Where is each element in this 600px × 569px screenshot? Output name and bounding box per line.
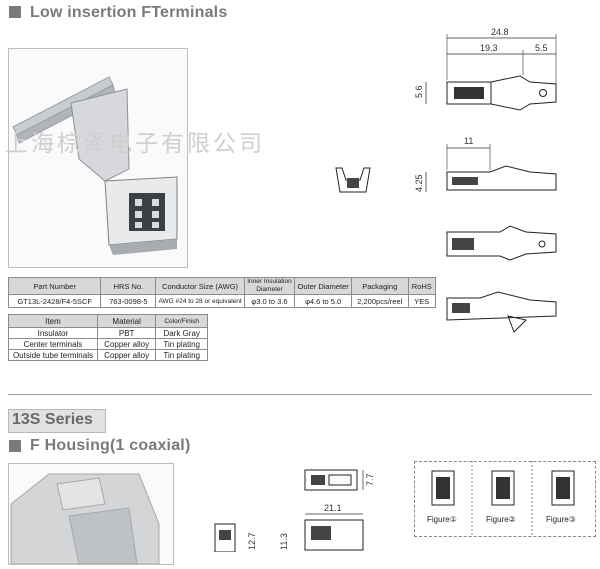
cell-item: Outside tube terminals: [8, 349, 98, 361]
th-part-number: Part Number: [7, 277, 102, 295]
material-table: Item Material Color/Finish Insulator PBT…: [8, 314, 208, 361]
figure-drawings: [431, 461, 575, 535]
cell-outer-diameter: φ4.6 to 5.0: [294, 294, 352, 308]
housing-dim-width: 7.7: [365, 473, 375, 486]
figure-1-label: Figure①: [427, 515, 457, 524]
cell-finish: Tin plating: [155, 338, 208, 350]
cell-material: Copper alloy: [96, 338, 157, 350]
dim-length-c: 11: [464, 136, 473, 146]
th-packaging: Packaging: [350, 277, 409, 295]
dim-overall-length: 24.8: [491, 27, 509, 37]
cell-rohs: YES: [407, 294, 437, 308]
cell-item: Insulator: [8, 327, 98, 339]
th-hrs-no: HRS No.: [100, 277, 157, 295]
cell-part-number: GT13L-2428/F4-5SCF: [7, 294, 102, 308]
housing-dim-length: 21.1: [324, 503, 342, 513]
dim-length-b: 5.5: [535, 43, 548, 53]
th-color-finish: Color/Finish: [155, 314, 208, 328]
watermark-text: 上海棕泽电子有限公司: [5, 131, 265, 157]
th-conductor-size: Conductor Size (AWG): [155, 277, 245, 295]
cell-inner-insulation: φ3.0 to 3.6: [243, 294, 296, 308]
housing-photo: [8, 463, 174, 565]
dim-height: 5.6: [414, 85, 424, 98]
cell-hrs-no: 763-0098-5: [100, 294, 157, 308]
th-outer-diameter: Outer Diameter: [294, 277, 352, 295]
housing-dim-height-b: 11.3: [279, 533, 289, 550]
figure-3-label: Figure③: [546, 515, 576, 524]
figure-2-label: Figure②: [486, 515, 516, 524]
housing-illustration: [10, 473, 160, 565]
section-marker: [9, 440, 21, 452]
dim-height-b: 4.25: [414, 174, 424, 192]
cell-conductor-size: AWG #24 to 28 or equivalent: [155, 294, 245, 308]
section-title-terminals: Low insertion FTerminals: [30, 4, 228, 21]
dim-length-a: 19.3: [480, 43, 498, 53]
part-number-table: Part Number HRS No. Conductor Size (AWG)…: [7, 277, 437, 308]
series-badge: [8, 409, 106, 433]
th-rohs: RoHS: [407, 277, 437, 295]
series-label: 13S Series: [12, 411, 93, 428]
terminal-dimension-drawings: 24.8 19.3 5.5 5.6 11 4.25: [335, 27, 557, 333]
housing-dim-height-a: 12.7: [247, 532, 257, 550]
cell-finish: Tin plating: [155, 349, 208, 361]
cell-packaging: 2,200pcs/reel: [350, 294, 409, 308]
cell-item: Center terminals: [8, 338, 98, 350]
section-title-housing: F Housing(1 coaxial): [30, 437, 191, 454]
cell-finish: Dark Gray: [155, 327, 208, 339]
terminal-photo: [8, 48, 188, 268]
figure-panel: [414, 461, 596, 537]
section-marker: [9, 6, 21, 18]
section-divider: [8, 394, 592, 395]
housing-dimension-drawings: 7.7 21.1 12.7 11.3: [214, 469, 375, 552]
th-material: Material: [96, 314, 157, 328]
th-inner-insulation: Inner Insulation Diameter: [243, 277, 296, 295]
cell-material: Copper alloy: [96, 349, 157, 361]
terminal-illustration: [12, 76, 178, 255]
cell-material: PBT: [96, 327, 157, 339]
th-item: Item: [8, 314, 98, 328]
